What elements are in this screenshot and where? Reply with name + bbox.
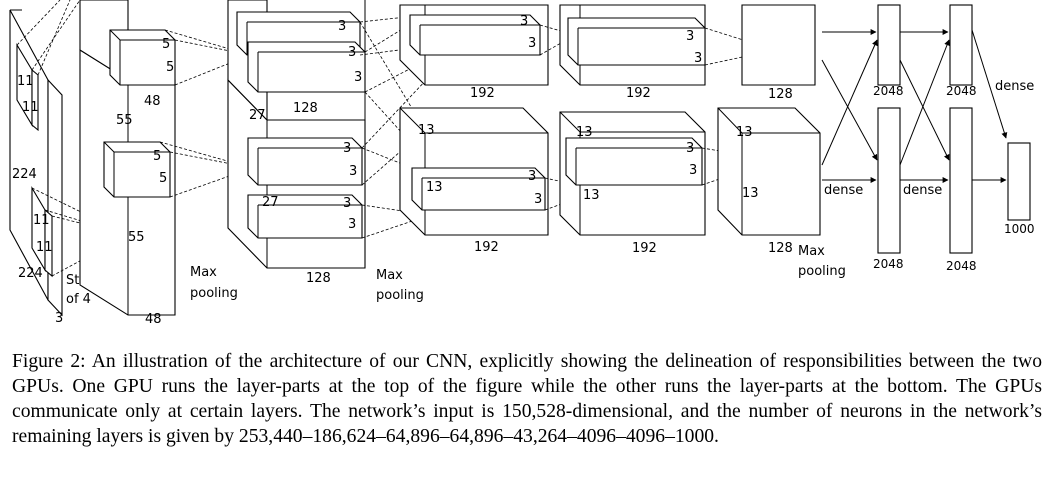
conv3-kernel-top [409,14,541,56]
conv1-kernel-bottom-label-2: 5 [159,171,167,186]
fc7-top-bar [949,4,973,86]
fc7-top-label: 2048 [946,84,977,98]
conv1-kernel-top-label-1: 5 [162,37,170,52]
dense-label-3: dense [995,79,1034,94]
output-label: 1000 [1004,222,1035,236]
conv2-depth-bottom-label: 128 [306,271,331,286]
pool1-label-1: Max [190,265,217,280]
input-kernel-label-2: 11 [22,100,39,115]
conv2-kernel-bottom-a [247,137,363,186]
conv1-kernel-top-label-2: 5 [166,60,174,75]
conv2-k-label-6: 3 [343,196,351,211]
conv5-dim-top-label: 13 [736,125,753,140]
fc7-bottom-bar [949,107,973,254]
input-kernel-label-1: 11 [17,74,34,89]
conv4-depth-bottom-label: 192 [632,241,657,256]
conv1-dim-label-1: 55 [116,113,133,128]
conv4-dim-top-label: 13 [576,125,593,140]
conv2-k-label-5: 3 [349,164,357,179]
pool2-label-2: pooling [376,288,424,303]
conv3-kernel-bottom [411,167,546,211]
conv4-dim-bottom-label: 13 [583,188,600,203]
input-width-label: 224 [18,266,43,281]
fc6-top-label: 2048 [873,84,904,98]
conv1-depth-bottom-label: 48 [145,312,162,327]
caption-label: Figure 2: [12,351,86,372]
conv5-volume-top [741,4,816,86]
conv1-dim-label-2: 55 [128,230,145,245]
conv5-volume-bottom [717,107,821,236]
figure-caption: Figure 2: An illustration of the archite… [12,349,1042,449]
fc6-top-bar [877,4,901,86]
conv4-kernel-top [567,17,706,66]
conv3-dim-top-label: 13 [418,123,435,138]
output-bar [1007,142,1031,221]
pool1-label-2: pooling [190,286,238,301]
conv3-dim-bottom-label: 13 [426,180,443,195]
input-kernel-top [16,43,39,132]
pool2-label-1: Max [376,268,403,283]
conv3-k-label-1: 3 [520,14,528,29]
conv1-depth-top-label: 48 [144,94,161,109]
conv2-k-label-7: 3 [348,217,356,232]
caption-text: An illustration of the architecture of o… [12,351,1042,447]
conv2-dim-label-1: 27 [249,108,266,123]
conv1-kernel-bottom-label-1: 5 [153,149,161,164]
conv5-dim-bottom-label: 13 [742,186,759,201]
input-height-label: 224 [12,167,37,182]
conv3-k-label-3: 3 [528,169,536,184]
pool3-label-2: pooling [798,264,846,279]
conv2-k-label-4: 3 [343,141,351,156]
fc7-bottom-label: 2048 [946,259,977,273]
conv5-depth-top-label: 128 [768,87,793,102]
conv3-k-label-4: 3 [534,192,542,207]
dense-label-2: dense [903,183,942,198]
dense-label-1: dense [824,183,863,198]
input-channels-label: 3 [55,311,63,326]
cnn-architecture-diagram: 11 11 11 11 224 224 3 Stride of 4 5 5 5 … [9,0,1035,327]
conv4-k-label-2: 3 [694,51,702,66]
conv2-k-label-3: 3 [354,70,362,85]
stride-of-label: of 4 [66,292,91,307]
conv2-dim-label-2: 27 [262,195,279,210]
conv3-depth-bottom-label: 192 [474,240,499,255]
pool3-label-1: Max [798,244,825,259]
conv3-k-label-2: 3 [528,36,536,51]
input-kernel-label-4: 11 [36,240,53,255]
fc6-bottom-label: 2048 [873,257,904,271]
conv2-k-label-1: 3 [338,19,346,34]
conv4-k-label-3: 3 [686,141,694,156]
conv4-k-label-4: 3 [689,163,697,178]
conv5-depth-bottom-label: 128 [768,241,793,256]
input-kernel-label-3: 11 [33,213,50,228]
conv4-kernel-bottom [565,137,703,186]
fc6-bottom-bar [877,107,901,254]
conv2-depth-top-label: 128 [293,101,318,116]
conv4-k-label-1: 3 [686,29,694,44]
conv2-k-label-2: 3 [348,45,356,60]
conv3-depth-top-label: 192 [470,86,495,101]
conv4-depth-top-label: 192 [626,86,651,101]
dense-connection-arrows [821,29,1008,183]
